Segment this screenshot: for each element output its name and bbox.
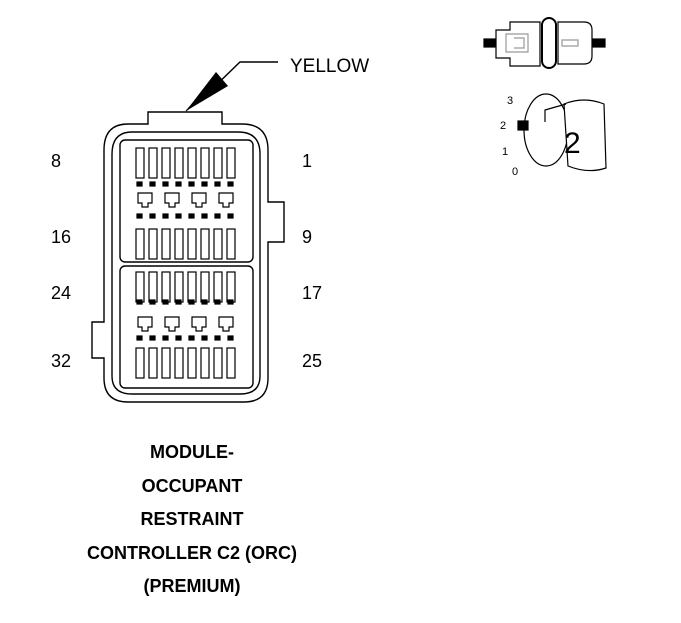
icon-scale-3: 3 bbox=[507, 95, 513, 107]
icon-scale-2: 2 bbox=[500, 120, 506, 132]
connector-body bbox=[91, 111, 285, 403]
pin-label-1: 1 bbox=[302, 151, 312, 171]
cavity-tick bbox=[227, 181, 234, 187]
pin-cavity bbox=[174, 147, 184, 179]
cavity-tick bbox=[214, 299, 221, 305]
cavity-tick bbox=[162, 335, 169, 341]
caption-line-4: CONTROLLER C2 (ORC) bbox=[87, 542, 297, 563]
cavity-tick bbox=[188, 213, 195, 219]
caption-line-3: RESTRAINT bbox=[140, 509, 244, 529]
pin-cavity bbox=[135, 271, 145, 303]
pin-cavity bbox=[161, 147, 171, 179]
pin-cavity bbox=[200, 347, 210, 379]
yellow-callout: YELLOW bbox=[185, 56, 369, 112]
pin-cavity bbox=[148, 271, 158, 303]
cavity-tick bbox=[188, 299, 195, 305]
icon-scale-0: 0 bbox=[512, 166, 518, 178]
pin-cavity bbox=[213, 347, 223, 379]
cavity-tick bbox=[214, 335, 221, 341]
cavity-tick bbox=[136, 181, 143, 187]
cavity-tick bbox=[188, 181, 195, 187]
cavity-tick bbox=[201, 335, 208, 341]
color-label: YELLOW bbox=[290, 56, 369, 77]
cavity-tick bbox=[227, 213, 234, 219]
pin-cavity bbox=[226, 147, 236, 179]
cavity-tick bbox=[136, 335, 143, 341]
cavity-tick bbox=[175, 213, 182, 219]
cavity-latch bbox=[191, 316, 207, 332]
cavity-latch bbox=[164, 192, 180, 208]
pin-cavity bbox=[174, 271, 184, 303]
pin-label-17: 17 bbox=[302, 283, 322, 303]
pin-cavity bbox=[200, 271, 210, 303]
cavity-tick bbox=[201, 181, 208, 187]
cavity-tick bbox=[214, 181, 221, 187]
pin-cavity bbox=[187, 347, 197, 379]
cavity-tick bbox=[136, 213, 143, 219]
pin-cavity bbox=[213, 271, 223, 303]
cavity-tick bbox=[188, 335, 195, 341]
pin-label-9: 9 bbox=[302, 227, 312, 247]
pin-cavity bbox=[161, 228, 171, 260]
pin-cavity bbox=[213, 228, 223, 260]
pin-cavity bbox=[135, 347, 145, 379]
cavity-tick bbox=[214, 213, 221, 219]
pin-cavity bbox=[161, 271, 171, 303]
pin-label-8: 8 bbox=[51, 151, 61, 171]
cavity-tick bbox=[136, 299, 143, 305]
cavity-latch bbox=[191, 192, 207, 208]
pin-cavity bbox=[226, 271, 236, 303]
cavity-latch bbox=[218, 192, 234, 208]
cavity-tick bbox=[162, 299, 169, 305]
pin-cavity bbox=[174, 347, 184, 379]
cavity-tick bbox=[227, 299, 234, 305]
cavity-tick bbox=[175, 335, 182, 341]
pin-cavity bbox=[226, 347, 236, 379]
pin-cavity bbox=[174, 228, 184, 260]
cavity-latch bbox=[137, 192, 153, 208]
pin-label-25: 25 bbox=[302, 351, 322, 371]
icon-number: 2 bbox=[564, 127, 581, 160]
caption-line-5: (PREMIUM) bbox=[143, 576, 241, 596]
cavity-tick bbox=[175, 299, 182, 305]
pin-label-16: 16 bbox=[51, 227, 71, 247]
icon-scale-1: 1 bbox=[502, 146, 508, 158]
pin-cavity bbox=[148, 347, 158, 379]
pin-cavity bbox=[135, 147, 145, 179]
position-indicator-icon: 2 3 2 1 0 bbox=[500, 93, 607, 178]
pin-cavity bbox=[187, 147, 197, 179]
pin-cavity bbox=[213, 147, 223, 179]
pin-cavity bbox=[187, 271, 197, 303]
pin-cavity bbox=[161, 347, 171, 379]
caption-line-2: OCCUPANT bbox=[141, 475, 243, 496]
cavity-tick bbox=[149, 181, 156, 187]
cavity-tick bbox=[162, 213, 169, 219]
cavity-latch bbox=[218, 316, 234, 332]
pin-cavity bbox=[187, 228, 197, 260]
pin-cavity bbox=[148, 147, 158, 179]
pin-cavity bbox=[200, 228, 210, 260]
caption-line-1: MODULE- bbox=[150, 442, 234, 462]
cavity-tick bbox=[162, 181, 169, 187]
cavity-latch bbox=[137, 316, 153, 332]
cavity-tick bbox=[201, 213, 208, 219]
cavity-tick bbox=[149, 213, 156, 219]
pin-cavity bbox=[200, 147, 210, 179]
cavity-tick bbox=[149, 335, 156, 341]
pin-label-24: 24 bbox=[51, 283, 71, 303]
connector-caption: MODULE- OCCUPANT RESTRAINT CONTROLLER C2… bbox=[40, 436, 344, 604]
cavity-latch bbox=[164, 316, 180, 332]
cavity-tick bbox=[149, 299, 156, 305]
cavity-tick bbox=[227, 335, 234, 341]
pin-cavity bbox=[148, 228, 158, 260]
connector-plug-icon bbox=[483, 17, 606, 69]
pin-cavity bbox=[135, 228, 145, 260]
pin-label-32: 32 bbox=[51, 351, 71, 371]
cavity-tick bbox=[201, 299, 208, 305]
pin-cavity bbox=[226, 228, 236, 260]
pin-cavities bbox=[135, 147, 236, 379]
cavity-tick bbox=[175, 181, 182, 187]
